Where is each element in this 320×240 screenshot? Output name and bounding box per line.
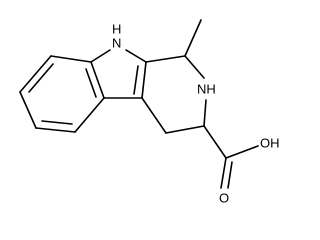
bond-c8-c7 <box>19 55 52 93</box>
bond-n9-c9a <box>125 49 147 63</box>
bond-c6-c5 <box>35 127 76 133</box>
bond-c4-c4a <box>141 97 167 134</box>
pyrrole-ring <box>90 49 147 99</box>
atom-labels: H N NH OH O <box>112 21 280 205</box>
double-bond-c9a-c4a-inner <box>133 65 139 95</box>
double-bond-carbonyl-second-line <box>227 161 233 189</box>
indole-nh-n-label: N <box>112 35 121 50</box>
hydroxyl-label: OH <box>260 135 280 150</box>
bond-c3-c4 <box>165 125 205 134</box>
bond-carboxyl-c-oh <box>225 145 259 159</box>
bond-c1-n2 <box>184 55 205 79</box>
indole-nh-h-label: H <box>112 21 121 36</box>
carbonyl-oxygen-label: O <box>219 190 229 205</box>
double-bond-c4b-c8a-inner <box>85 68 97 98</box>
bond-c9a-c1 <box>145 55 186 63</box>
tetrahydropyridine-ring <box>141 55 207 134</box>
bond-n2-c3 <box>203 99 207 127</box>
bond-carboxyl-c-o <box>220 157 227 189</box>
bond-c9a-c4a <box>141 61 147 99</box>
double-bond-c8-c7-inner <box>28 63 54 93</box>
double-bond-c6-c5-inner <box>41 120 73 125</box>
tetrahydro-beta-carboline-structure: H N NH OH O <box>19 19 280 205</box>
bond-c1-methyl <box>184 19 202 57</box>
bond-c8a-c8 <box>50 55 92 63</box>
bond-c5-c4b <box>74 97 105 133</box>
bond-c3-carboxyl-c <box>203 125 227 159</box>
bond-c7-c6 <box>19 91 37 129</box>
bond-c4b-c8a <box>90 61 105 99</box>
bond-c8a-n9 <box>90 49 111 63</box>
benzene-ring <box>19 55 105 133</box>
ring-nh-label: NH <box>197 81 216 96</box>
substituents <box>184 19 259 189</box>
